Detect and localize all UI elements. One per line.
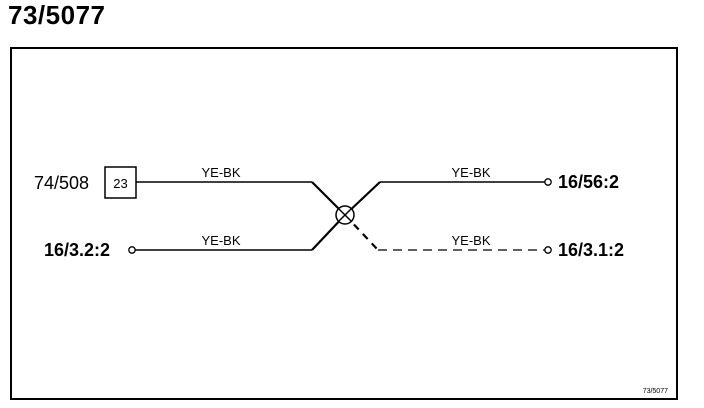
wire-lower-right-label: YE-BK xyxy=(451,233,490,248)
terminal-right-upper-icon xyxy=(544,178,552,186)
terminal-right-lower-icon xyxy=(544,246,552,254)
cross-line-lower-right xyxy=(344,214,379,251)
terminal-left-lower-label: 16/3.2:2 xyxy=(44,240,110,260)
source-connector-label: 74/508 xyxy=(34,173,89,193)
page-title: 73/5077 xyxy=(8,0,106,30)
wire-lower-left-label: YE-BK xyxy=(201,233,240,248)
source-connector-pin: 23 xyxy=(113,176,127,191)
diagram-frame xyxy=(10,47,678,400)
circle-x-icon xyxy=(335,205,355,225)
terminal-right-lower-label: 16/3.1:2 xyxy=(558,240,624,260)
wire-upper-right-label: YE-BK xyxy=(451,165,490,180)
terminal-right-upper-label: 16/56:2 xyxy=(558,172,619,192)
footer-reference: 73/5077 xyxy=(643,388,668,395)
wire-upper-left-label: YE-BK xyxy=(201,165,240,180)
terminal-left-lower-icon xyxy=(128,246,136,254)
